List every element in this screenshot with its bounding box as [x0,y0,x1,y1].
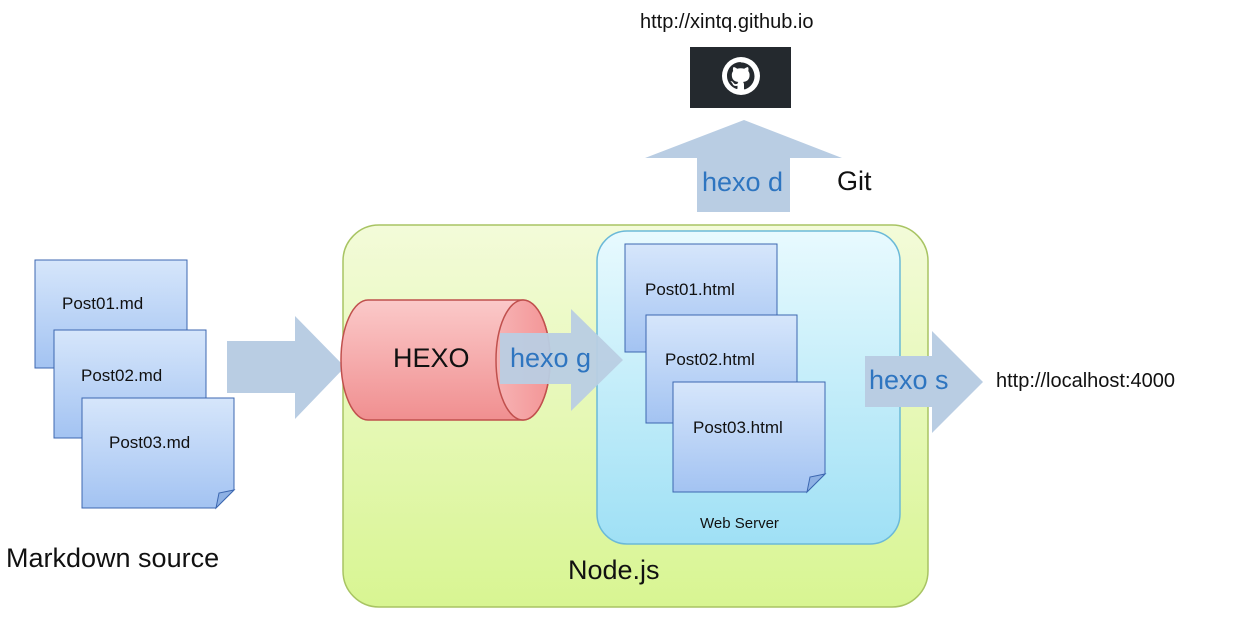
markdown-doc-3-label: Post03.md [109,433,191,452]
hexo-serve-command: hexo s [869,365,949,395]
nodejs-label: Node.js [568,555,660,585]
markdown-source-caption: Markdown source [6,543,220,573]
markdown-doc-1-label: Post01.md [62,294,144,313]
hexo-generate-command: hexo g [510,343,592,373]
github-icon [690,47,791,108]
git-label: Git [837,166,872,196]
arrow-hexo-serve [865,331,983,433]
arrow-markdown-to-hexo [227,316,345,419]
local-url-label: http://localhost:4000 [996,370,1176,392]
markdown-doc-3 [81,397,236,510]
markdown-doc-2-label: Post02.md [81,366,163,385]
remote-url-label: http://xintq.github.io [640,11,814,33]
hexo-deploy-command: hexo d [702,167,784,197]
arrow-hexo-deploy [645,120,842,212]
webserver-label: Web Server [700,515,779,532]
arrow-hexo-generate [500,309,623,411]
html-doc-1-label: Post01.html [645,280,735,299]
html-doc-2-label: Post02.html [665,350,755,369]
html-doc-3-label: Post03.html [693,418,783,437]
html-doc-3 [672,381,827,494]
hexo-label: HEXO [393,343,470,373]
